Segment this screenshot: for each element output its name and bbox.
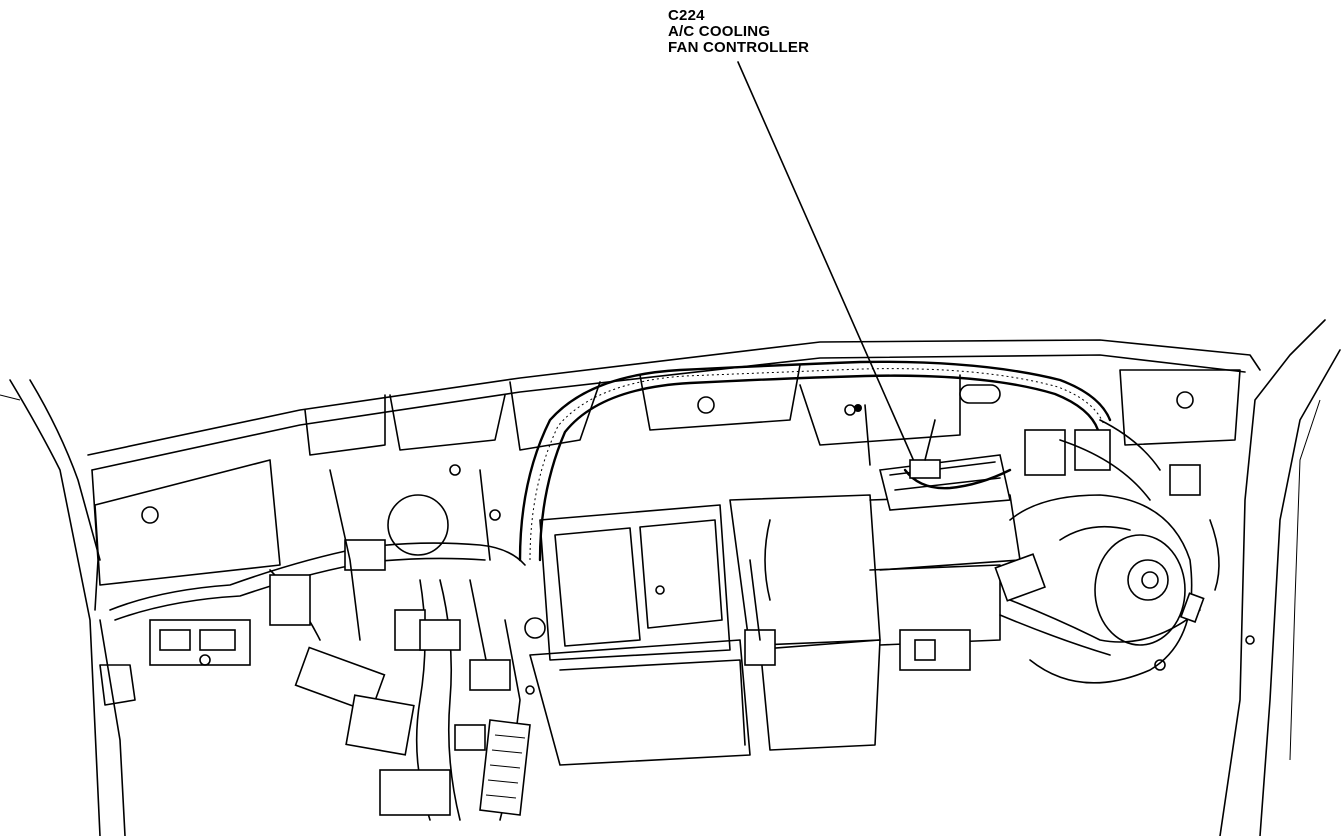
blower-motor — [994, 494, 1201, 684]
leader-line — [737, 61, 921, 476]
center-vent — [329, 469, 491, 641]
wiring-conduit — [518, 360, 1112, 562]
component-name-line2: FAN CONTROLLER — [668, 39, 810, 56]
connector-cluster — [294, 579, 511, 821]
left-pillar — [0, 379, 126, 836]
right-pillar — [1219, 319, 1341, 836]
ac-cooling-fan-controller — [854, 404, 1012, 511]
fasteners — [449, 404, 1255, 695]
relay-cluster — [1024, 419, 1201, 501]
component-name-line1: A/C COOLING — [668, 23, 771, 40]
callout-label: C224 A/C COOLING FAN CONTROLLER — [668, 8, 809, 56]
dashboard-outline — [87, 339, 1261, 611]
heater-box — [529, 504, 751, 766]
pedal-assembly — [479, 617, 546, 821]
right-pillar-connector — [1179, 519, 1220, 623]
left-harness — [99, 539, 526, 706]
connector-id-label: C224 — [668, 7, 705, 24]
blower-case — [729, 494, 1021, 751]
